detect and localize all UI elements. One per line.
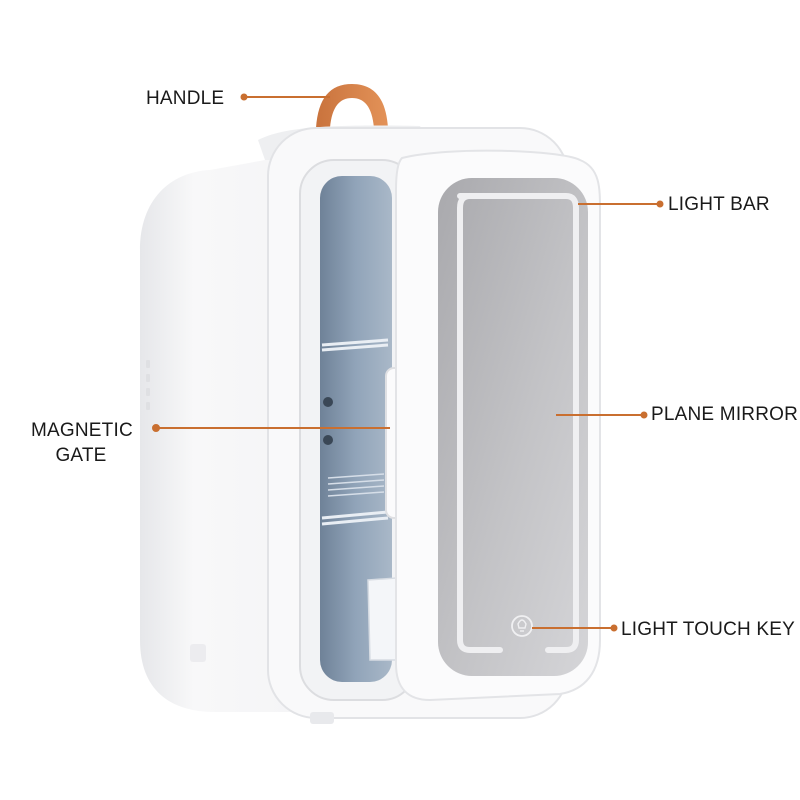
label-light-bar: LIGHT BAR	[668, 194, 770, 215]
light-bar	[457, 193, 579, 653]
interior-shelves	[321, 338, 389, 526]
handle-strap[interactable]	[316, 84, 388, 128]
shelf-peg-lower	[323, 435, 333, 445]
shelf-peg-upper	[323, 397, 333, 407]
interior-bin	[367, 577, 397, 661]
label-light-touch-key: LIGHT TOUCH KEY	[621, 619, 796, 640]
label-handle: HANDLE	[146, 88, 225, 109]
plane-mirror	[438, 178, 588, 676]
label-magnetic-gate-line2: GATE	[55, 445, 107, 466]
foot-right	[310, 712, 334, 724]
label-magnetic-gate-line1: MAGNETIC	[31, 420, 133, 441]
callout-lines	[152, 93, 664, 632]
foot-left	[190, 644, 206, 662]
shelf-wires	[327, 473, 385, 497]
lightbulb-icon[interactable]	[511, 615, 533, 637]
label-plane-mirror: PLANE MIRROR	[651, 404, 799, 425]
side-vents	[146, 360, 150, 410]
label-magnetic-gate: MAGNETIC GATE	[31, 418, 133, 468]
